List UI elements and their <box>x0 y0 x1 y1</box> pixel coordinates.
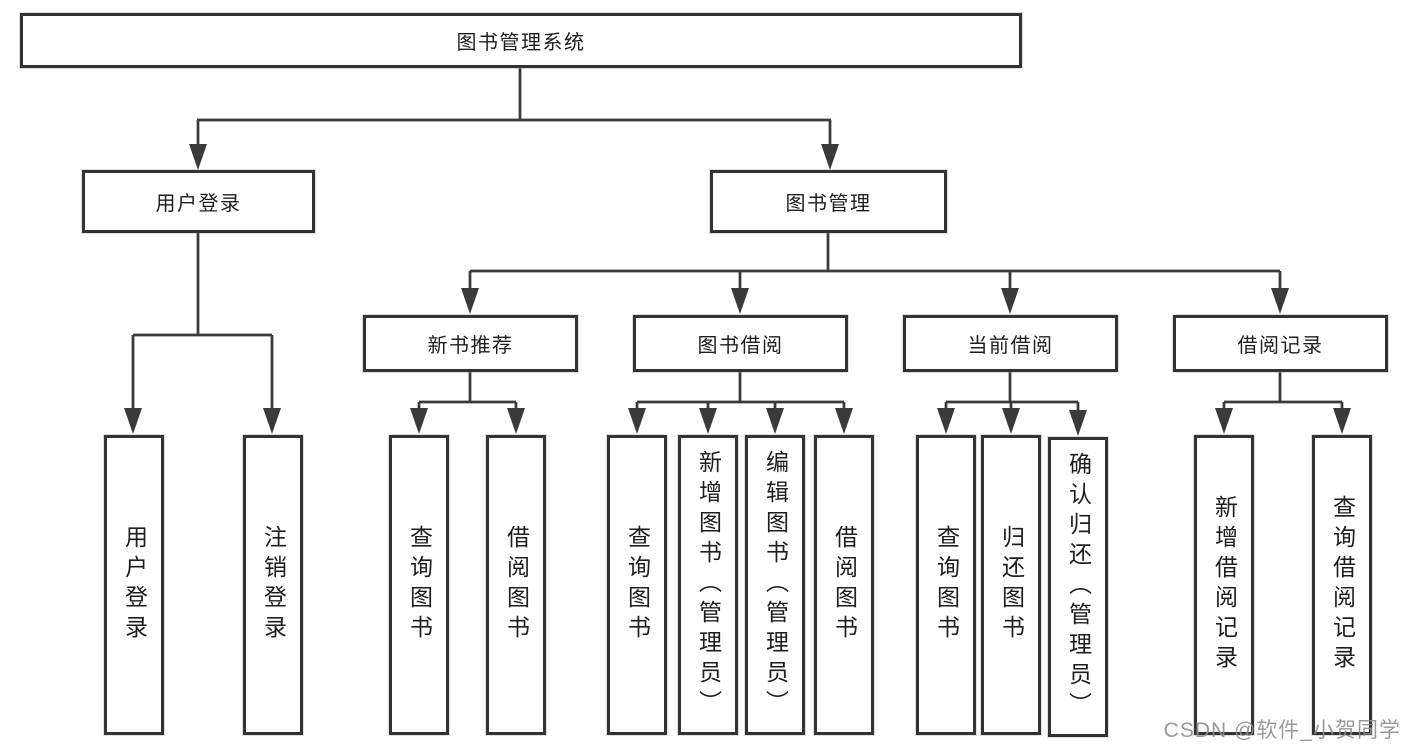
leaf-query-book-1-label: 查询图书 <box>406 525 433 645</box>
arrowheads <box>124 144 1351 436</box>
leaf-add-book-admin: 新增图书（管理员） <box>678 435 738 735</box>
arrowhead <box>1215 408 1233 434</box>
arrowhead <box>766 408 784 434</box>
leaf-logout-label: 注销登录 <box>260 525 287 645</box>
leaf-borrow-book-2: 借阅图书 <box>814 435 874 735</box>
leaf-add-borrow-record-label: 新增借阅记录 <box>1211 495 1238 675</box>
leaf-query-book-3-label: 查询图书 <box>933 525 960 645</box>
arrowhead <box>1001 288 1019 314</box>
node-current-borrow-label: 当前借阅 <box>967 335 1054 357</box>
connector-borrow-records-split <box>1222 372 1344 414</box>
connector-new-book-recommend-split <box>417 372 518 414</box>
node-book-borrow: 图书借阅 <box>633 315 848 372</box>
connector-root-split <box>196 68 832 150</box>
arrowhead <box>699 408 717 434</box>
leaf-query-book-2: 查询图书 <box>607 435 667 735</box>
arrowhead <box>1271 288 1289 314</box>
arrowhead <box>1069 410 1087 436</box>
node-new-book-recommend-label: 新书推荐 <box>427 335 514 357</box>
node-book-management: 图书管理 <box>710 170 947 233</box>
arrowhead <box>1333 408 1351 434</box>
connector-book-borrow-split <box>635 372 846 414</box>
arrowhead <box>461 288 479 314</box>
leaf-return-book-label: 归还图书 <box>998 525 1025 645</box>
leaf-add-borrow-record: 新增借阅记录 <box>1194 435 1254 735</box>
node-book-management-label: 图书管理 <box>785 193 872 215</box>
node-root-label: 图书管理系统 <box>456 32 586 54</box>
arrowhead <box>937 408 955 434</box>
node-user-login-label: 用户登录 <box>155 193 242 215</box>
leaf-query-borrow-record: 查询借阅记录 <box>1312 435 1372 735</box>
node-new-book-recommend: 新书推荐 <box>363 315 578 372</box>
arrowhead <box>628 408 646 434</box>
node-book-borrow-label: 图书借阅 <box>697 335 784 357</box>
node-root: 图书管理系统 <box>20 13 1022 68</box>
arrowhead <box>821 144 839 170</box>
leaf-edit-book-admin-label: 编辑图书（管理员） <box>762 450 789 720</box>
connector-user-login-split <box>131 232 274 414</box>
node-borrow-records-label: 借阅记录 <box>1237 335 1324 357</box>
arrowhead <box>124 408 142 434</box>
leaf-user-login: 用户登录 <box>104 435 164 735</box>
leaf-edit-book-admin: 编辑图书（管理员） <box>745 435 805 735</box>
arrowhead <box>1002 408 1020 434</box>
leaf-return-book: 归还图书 <box>981 435 1041 735</box>
node-current-borrow: 当前借阅 <box>903 315 1118 372</box>
node-user-login: 用户登录 <box>82 170 315 233</box>
arrowhead <box>731 288 749 314</box>
arrowhead <box>835 408 853 434</box>
leaf-borrow-book-2-label: 借阅图书 <box>831 525 858 645</box>
leaf-confirm-return-admin-label: 确认归还（管理员） <box>1065 452 1092 722</box>
connector-book-management-split <box>468 233 1282 296</box>
arrowhead <box>410 408 428 434</box>
leaf-borrow-book-1-label: 借阅图书 <box>503 525 530 645</box>
leaf-borrow-book-1: 借阅图书 <box>486 435 546 735</box>
leaf-confirm-return-admin: 确认归还（管理员） <box>1048 437 1108 737</box>
watermark: CSDN @软件_小贺同学 <box>1163 719 1401 742</box>
arrowhead <box>189 144 207 170</box>
arrowhead <box>263 408 281 434</box>
leaf-query-borrow-record-label: 查询借阅记录 <box>1329 495 1356 675</box>
leaf-user-login-label: 用户登录 <box>121 525 148 645</box>
leaf-query-book-1: 查询图书 <box>389 435 449 735</box>
arrowhead <box>507 408 525 434</box>
leaf-add-book-admin-label: 新增图书（管理员） <box>695 450 722 720</box>
node-borrow-records: 借阅记录 <box>1173 315 1388 372</box>
leaf-query-book-2-label: 查询图书 <box>624 525 651 645</box>
leaf-logout: 注销登录 <box>243 435 303 735</box>
leaf-query-book-3: 查询图书 <box>916 435 976 735</box>
